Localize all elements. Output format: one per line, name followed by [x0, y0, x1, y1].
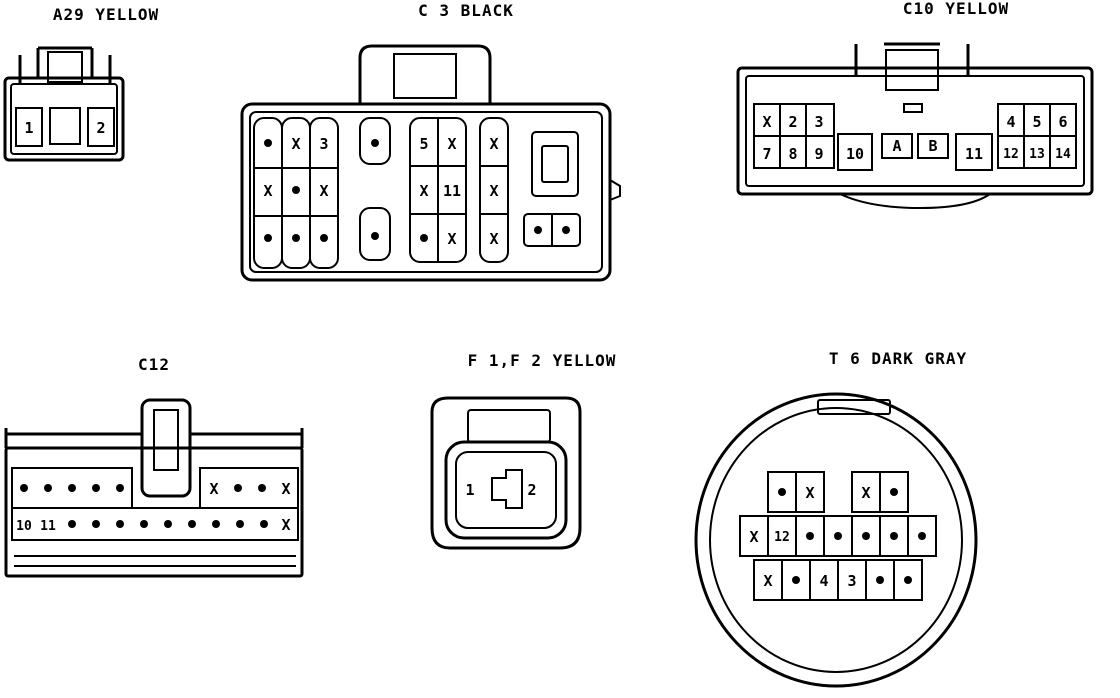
pin-label: 12	[1003, 147, 1019, 162]
pin-label: 14	[1055, 147, 1071, 162]
pin-label: X	[861, 484, 870, 502]
pin-label: 5	[419, 135, 428, 153]
pin-label: X	[447, 135, 456, 153]
pin-label: A	[892, 137, 901, 155]
pin-label: 1	[465, 481, 474, 499]
pin-label: 11	[40, 519, 56, 534]
pin-label: 11	[443, 182, 461, 200]
connector-c10-title: C10 YELLOW	[903, 0, 1009, 18]
connector-c12-title: C12	[138, 355, 170, 374]
pin-label: 2	[788, 113, 797, 131]
pin-label: X	[489, 182, 498, 200]
pin-label: 4	[1006, 113, 1015, 131]
pin-label: 6	[1058, 113, 1067, 131]
pin-label: X	[489, 230, 498, 248]
connector-t6: T 6 DARK GRAY	[694, 349, 978, 688]
pin-label: 3	[847, 572, 856, 590]
pin-label: X	[281, 516, 290, 534]
pin-label: 2	[96, 119, 105, 137]
pin-label: X	[209, 480, 218, 498]
connector-t6-housing	[694, 392, 978, 688]
connector-a29-title: A29 YELLOW	[53, 5, 159, 24]
pin-label: 3	[814, 113, 823, 131]
pin-label: 2	[527, 481, 536, 499]
pin-label: X	[762, 113, 771, 131]
pin-label: X	[419, 182, 428, 200]
connector-c12: C12	[4, 355, 304, 578]
connector-f1-f2-title: F 1,F 2 YELLOW	[468, 351, 617, 370]
connector-f1-f2: F 1,F 2 YELLOW 1 2	[430, 351, 617, 550]
pin-label: 10	[16, 519, 32, 534]
pin-label: 8	[788, 145, 797, 163]
pin-label: 12	[774, 530, 790, 545]
connector-c3-housing	[240, 44, 621, 282]
pin-label: 4	[819, 572, 828, 590]
connector-f1-f2-housing	[430, 396, 582, 550]
connector-c12-dots	[20, 484, 268, 528]
pin-label: X	[291, 135, 300, 153]
pin-label: X	[281, 480, 290, 498]
pin-label: X	[263, 182, 272, 200]
connector-c10-housing	[736, 42, 1094, 210]
pin-label: 10	[846, 145, 864, 163]
pin-label: X	[763, 572, 772, 590]
connector-a29-housing	[3, 46, 125, 162]
connector-a29: A29 YELLOW 1 2	[3, 5, 159, 162]
connector-c12-housing	[4, 398, 304, 578]
pin-label: 1	[24, 119, 33, 137]
pin-label: 5	[1032, 113, 1041, 131]
connector-c3-title: C 3 BLACK	[418, 1, 514, 20]
connector-c10: C10 YELLOW X 2 3 4 5 6 7 8	[736, 0, 1094, 210]
pin-label: 3	[319, 135, 328, 153]
pin-label: X	[447, 230, 456, 248]
connector-t6-dots	[778, 488, 926, 584]
pin-label: 11	[965, 145, 983, 163]
pin-label: X	[749, 528, 758, 546]
pin-label: 13	[1029, 147, 1045, 162]
pin-label: X	[489, 135, 498, 153]
connector-c3-dots	[264, 139, 570, 242]
connector-c3: C 3 BLACK	[240, 1, 621, 282]
pin-label: B	[928, 137, 937, 155]
connector-t6-title: T 6 DARK GRAY	[829, 349, 967, 368]
pin-label: 7	[762, 145, 771, 163]
pin-label: 9	[814, 145, 823, 163]
pin-label: X	[805, 484, 814, 502]
pin-label: X	[319, 182, 328, 200]
